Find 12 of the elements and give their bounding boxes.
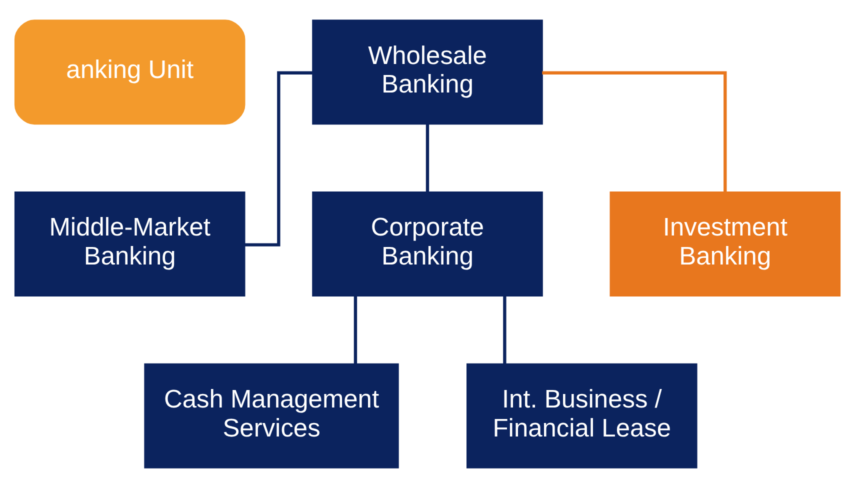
connector — [503, 296, 506, 364]
node-box: Wholesale Banking — [312, 20, 543, 125]
connector — [426, 124, 430, 192]
connector — [244, 71, 312, 246]
node-box: Investment Banking — [610, 191, 841, 297]
node-box: anking Unit — [14, 20, 246, 125]
connector — [354, 296, 358, 364]
node-box: Cash Management Services — [144, 363, 399, 468]
node-box: Corporate Banking — [312, 191, 543, 297]
connector — [542, 71, 727, 192]
node-box: Middle-Market Banking — [14, 191, 246, 297]
node-box: Int. Business / Financial Lease — [466, 363, 698, 468]
